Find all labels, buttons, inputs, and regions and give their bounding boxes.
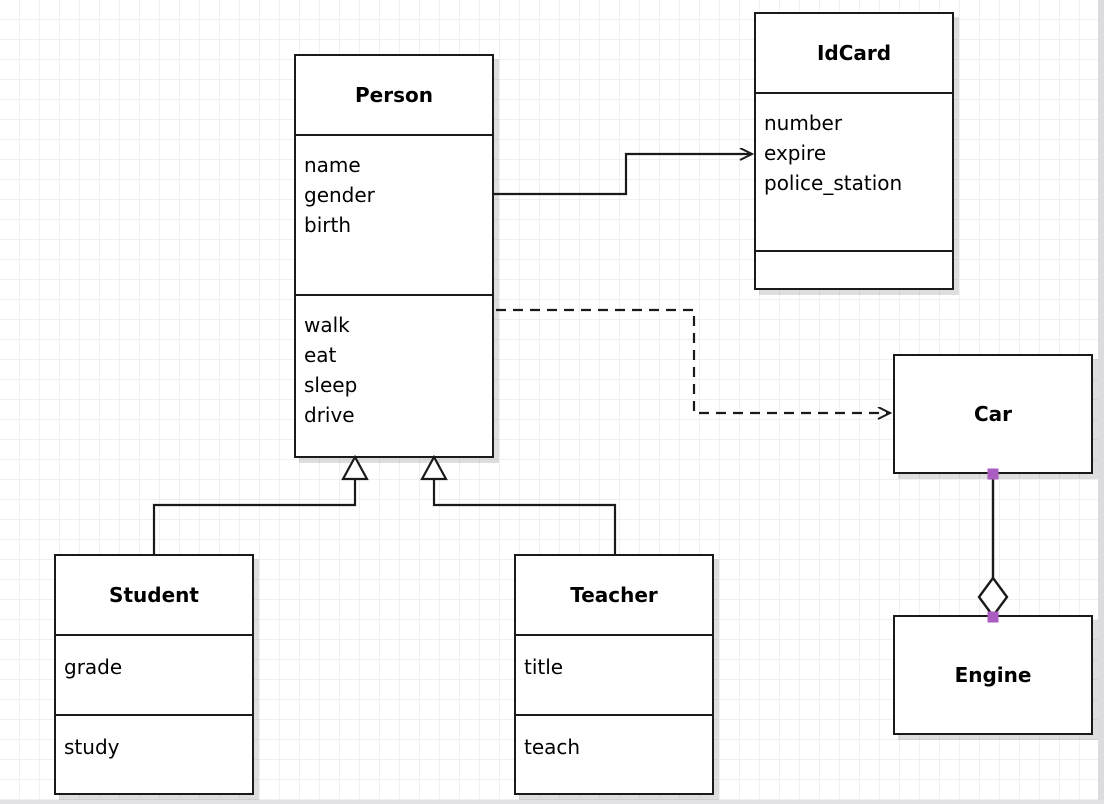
attribute-item: title [524, 655, 564, 679]
uml-class-person[interactable]: Person name gender birth walk eat sleep … [294, 54, 494, 458]
uml-class-idcard[interactable]: IdCard number expire police_station [754, 12, 954, 290]
class-name-label: IdCard [816, 41, 892, 65]
page-edge-right [1098, 0, 1104, 804]
class-attributes-compartment: number expire police_station [756, 92, 952, 250]
attribute-item: number [764, 111, 843, 135]
attribute-item: police_station [764, 171, 903, 195]
class-operations-compartment: teach [516, 714, 712, 793]
operation-item: teach [524, 735, 581, 759]
class-attributes-compartment: grade [56, 634, 252, 714]
connector-endpoint-handle-target[interactable] [987, 611, 999, 623]
class-title-compartment: Student [56, 556, 252, 634]
attribute-item: name [304, 153, 361, 177]
operation-item: eat [304, 343, 337, 367]
attribute-item: expire [764, 141, 827, 165]
attribute-item: gender [304, 183, 375, 207]
class-title-compartment: IdCard [756, 14, 952, 92]
uml-class-teacher[interactable]: Teacher title teach [514, 554, 714, 795]
class-name-label: Student [109, 583, 199, 607]
attribute-item: birth [304, 213, 351, 237]
connector-endpoint-handle-source[interactable] [987, 468, 999, 480]
attribute-item: grade [64, 655, 123, 679]
uml-class-student[interactable]: Student grade study [54, 554, 254, 795]
class-attributes-compartment: name gender birth [296, 134, 492, 294]
class-title-compartment: Car [895, 356, 1091, 472]
operation-item: walk [304, 313, 350, 337]
class-name-label: Car [973, 402, 1013, 426]
class-name-label: Teacher [570, 583, 658, 607]
operation-item: drive [304, 403, 355, 427]
class-name-label: Engine [954, 663, 1032, 687]
class-operations-compartment: study [56, 714, 252, 793]
operation-item: study [64, 735, 120, 759]
operation-item: sleep [304, 373, 358, 397]
class-attributes-compartment: title [516, 634, 712, 714]
class-operations-compartment: walk eat sleep drive [296, 294, 492, 456]
class-operations-compartment [756, 250, 952, 288]
class-title-compartment: Teacher [516, 556, 712, 634]
class-title-compartment: Engine [895, 617, 1091, 733]
class-name-label: Person [355, 83, 433, 107]
class-title-compartment: Person [296, 56, 492, 134]
page-edge-bottom [0, 800, 1104, 804]
